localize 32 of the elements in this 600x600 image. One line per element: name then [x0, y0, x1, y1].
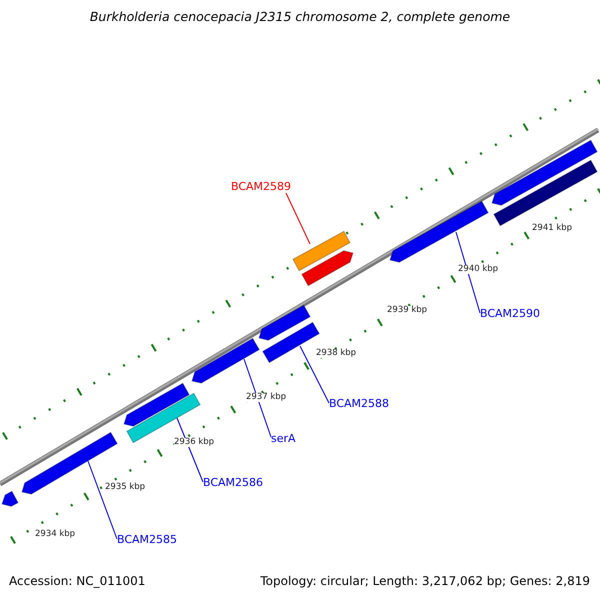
gene-label: BCAM2585 [117, 534, 178, 545]
scale-label: 2937 kbp [246, 393, 286, 402]
gene-segment [123, 382, 190, 427]
leader-line [300, 346, 330, 404]
gene-label: serA [271, 433, 296, 444]
gene-label: BCAM2588 [329, 398, 390, 409]
gene-segment [1, 490, 19, 507]
title: Burkholderia cenocepacia J2315 chromosome 2, complete genome [88, 11, 512, 24]
scale-label: 2939 kbp [387, 306, 428, 314]
leader-line [286, 192, 310, 244]
leader-line [88, 460, 118, 540]
gene-label: BCAM2586 [203, 477, 264, 488]
gene-segment [258, 304, 311, 341]
gene-label: BCAM2589 [231, 181, 292, 192]
leader-line [456, 232, 480, 314]
leader-line [244, 358, 272, 438]
scale-label: 2935 kbp [105, 483, 146, 492]
scale-label: 2938 kbp [316, 349, 356, 358]
scale-label: 2934 kbp [35, 530, 76, 538]
gene-label: BCAM2590 [480, 308, 540, 319]
gene-segment [191, 338, 260, 384]
accession-text: Accession: NC_011001 [9, 575, 146, 587]
leader-line [176, 418, 204, 482]
scale-label: 2936 kbp [174, 438, 214, 446]
gene-segment [301, 250, 354, 286]
scale-label: 2940 kbp [458, 265, 498, 274]
gene-segment [292, 230, 351, 272]
genome-info-text: Topology: circular; Length: 3,217,062 bp; Genes: 2,819 [260, 575, 590, 587]
gene-segment [491, 140, 598, 206]
gene-segment [126, 392, 201, 444]
gene-segment [389, 200, 489, 263]
scale-label: 2941 kbp [532, 224, 572, 232]
